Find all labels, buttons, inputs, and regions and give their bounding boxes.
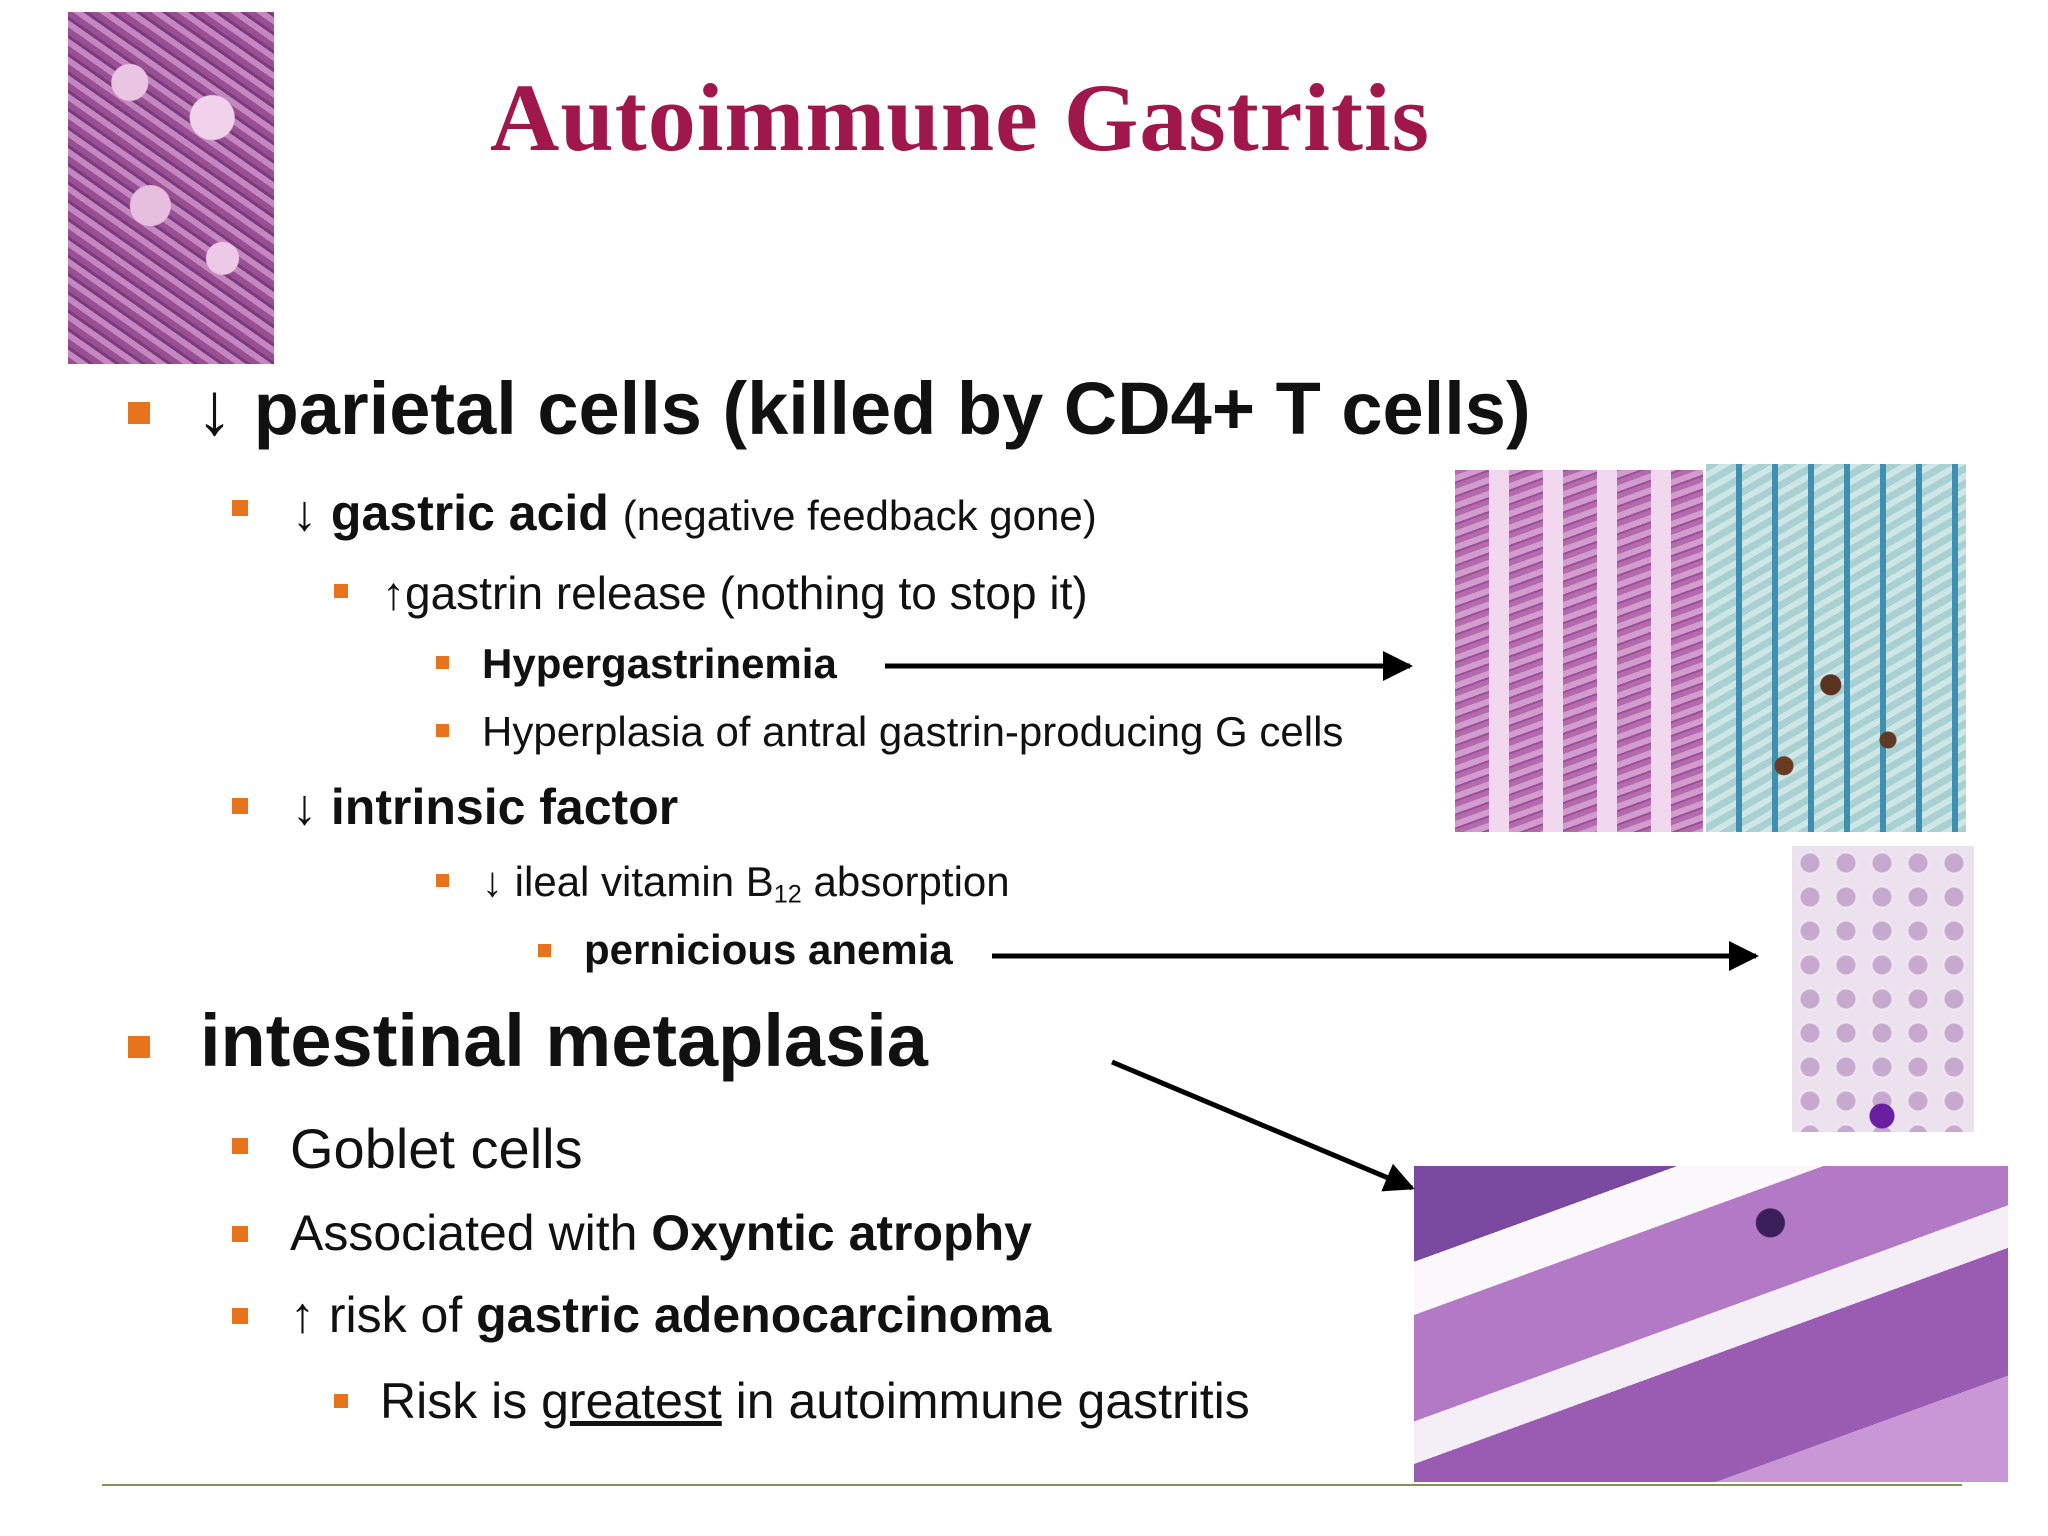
down-arrow-icon: ↓ [196, 367, 233, 450]
down-arrow-icon: ↓ [482, 858, 503, 905]
bullet-hyperplasia: Hyperplasia of antral gastrin-producing … [482, 708, 1344, 755]
down-arrow-icon: ↓ [292, 485, 317, 541]
bullet-intrinsic-factor: ↓ intrinsic factor [292, 778, 678, 836]
bullet-pernicious-anemia: pernicious anemia [584, 926, 953, 973]
bullet-goblet-cells: Goblet cells [290, 1117, 583, 1180]
bullet-marker [232, 1226, 248, 1242]
histology-image-metaplasia [1414, 1166, 2008, 1482]
arrow-intestinal-metaplasia [1111, 1059, 1415, 1192]
bullet-text: ileal vitamin B [514, 858, 774, 905]
histology-image-he-mucosa [1455, 470, 1703, 832]
bullet-bold-text: gastric acid [330, 485, 609, 541]
bullet-text: in autoimmune gastritis [721, 1373, 1250, 1429]
histology-image-top-left [68, 12, 274, 364]
bullet-oxyntic-atrophy: Associated with Oxyntic atrophy [290, 1204, 1032, 1262]
bullet-text: (negative feedback gone) [622, 492, 1097, 539]
bullet-marker [436, 874, 449, 887]
bullet-text: risk of [315, 1287, 477, 1343]
bullet-text: absorption [801, 858, 1010, 905]
bullet-text: parietal cells (killed by CD4+ T cells) [253, 367, 1531, 450]
bullet-intestinal-metaplasia: intestinal metaplasia [200, 999, 928, 1082]
blood-smear-image [1792, 846, 1974, 1132]
down-arrow-icon: ↓ [292, 779, 317, 835]
bullet-bold-text: Oxyntic atrophy [651, 1205, 1032, 1261]
underlined-text: greatest [541, 1373, 722, 1429]
bullet-vitamin-b12-absorption: ↓ ileal vitamin B12 absorption [482, 858, 1010, 909]
bullet-marker [232, 1138, 248, 1154]
bullet-marker [232, 500, 248, 516]
bullet-gastric-acid: ↓ gastric acid (negative feedback gone) [292, 484, 1097, 542]
up-arrow-icon: ↑ [290, 1287, 315, 1343]
bullet-adenocarcinoma-risk: ↑ risk of gastric adenocarcinoma [290, 1286, 1051, 1344]
bullet-marker [232, 1308, 248, 1324]
bullet-marker [436, 656, 449, 669]
bullet-bold-text: gastric adenocarcinoma [476, 1287, 1052, 1343]
bullet-gastrin-release: ↑gastrin release (nothing to stop it) [382, 566, 1088, 620]
bullet-marker [334, 584, 348, 598]
bullet-marker [128, 402, 150, 424]
bullet-parietal-cells: ↓ parietal cells (killed by CD4+ T cells… [196, 366, 1531, 451]
bullet-marker [334, 1394, 348, 1408]
bullet-text: Risk is [380, 1373, 542, 1429]
bullet-marker [538, 944, 551, 957]
histology-image-ihc [1706, 464, 1966, 832]
bullet-marker [436, 724, 449, 737]
bullet-risk-greatest: Risk is greatest in autoimmune gastritis [380, 1372, 1250, 1430]
slide-title: Autoimmune Gastritis [490, 64, 1430, 171]
up-arrow-icon: ↑ [382, 567, 405, 619]
bullet-text: gastrin release (nothing to stop it) [405, 567, 1088, 619]
subscript: 12 [773, 880, 802, 909]
bullet-hypergastrinemia: Hypergastrinemia [482, 640, 837, 687]
bullet-text: intrinsic factor [330, 779, 679, 835]
footer-rule [102, 1484, 1962, 1486]
bullet-marker [232, 798, 248, 814]
bullet-text: Associated with [290, 1205, 652, 1261]
bullet-marker [128, 1036, 150, 1058]
